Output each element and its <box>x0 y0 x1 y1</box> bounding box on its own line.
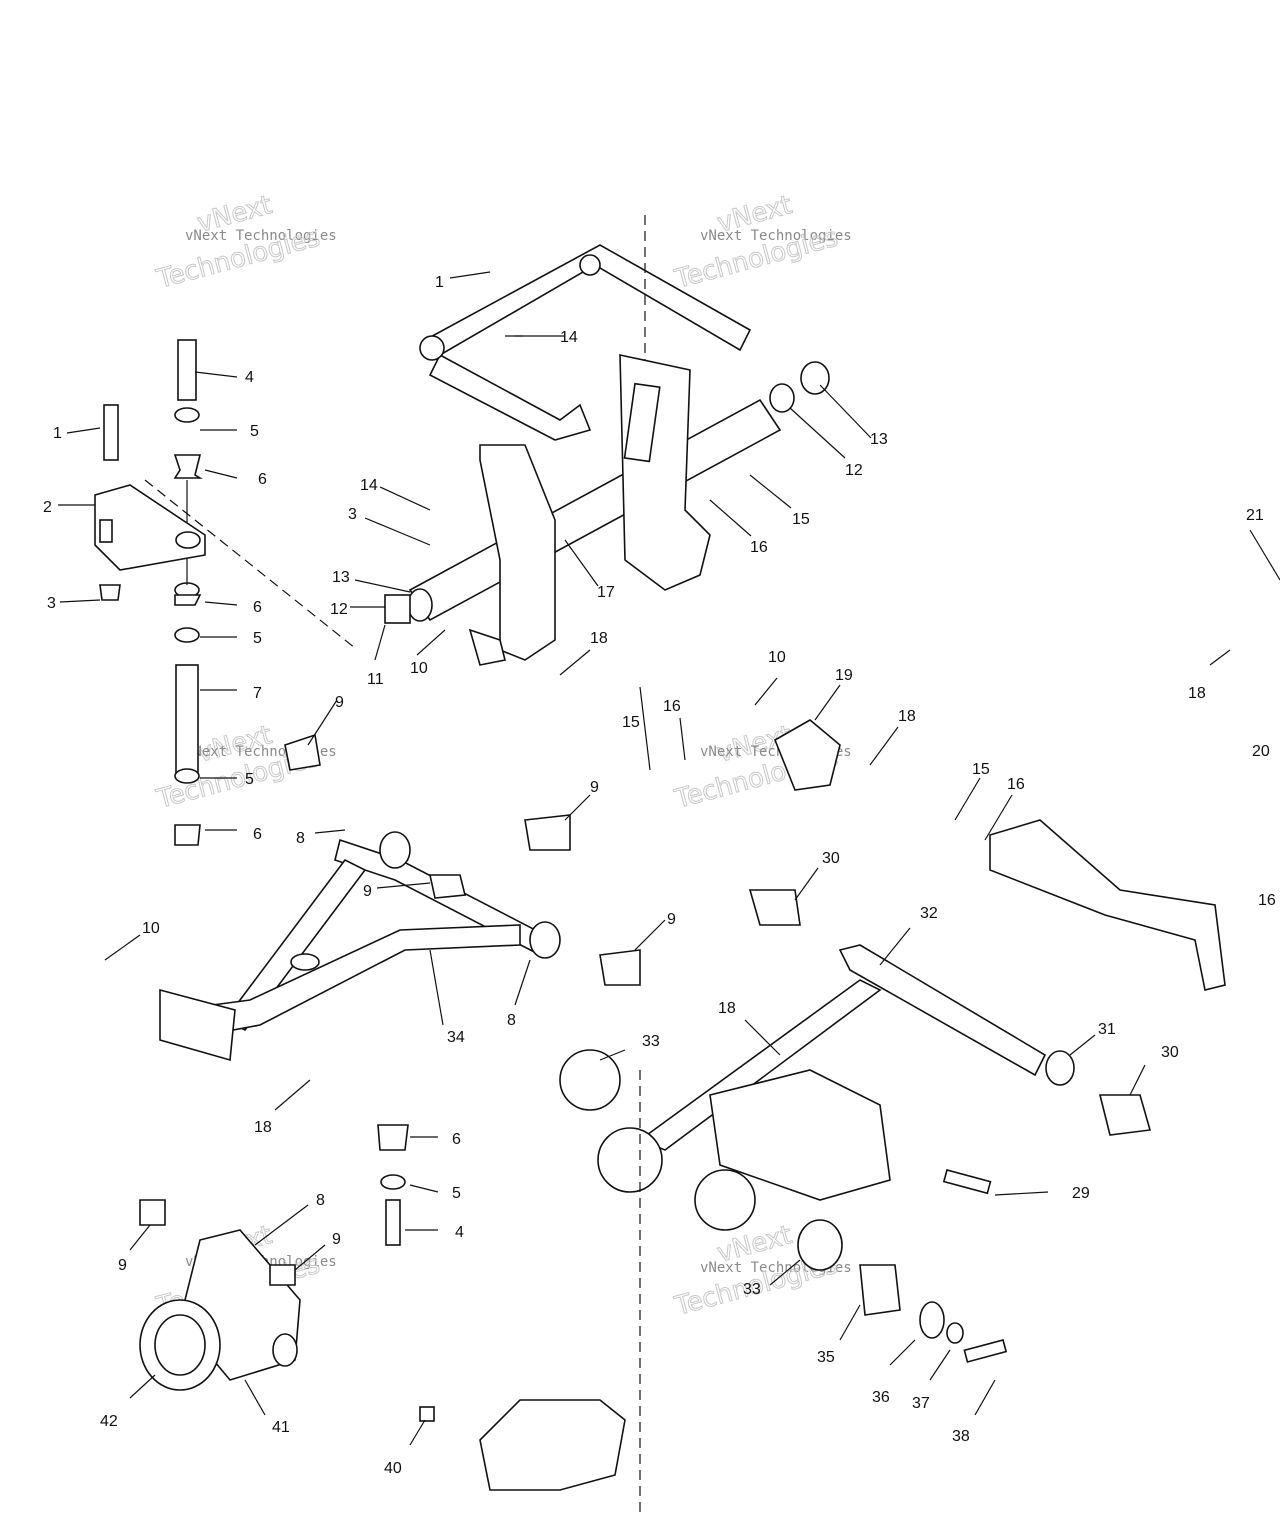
callout-9: 9 <box>332 1231 341 1248</box>
callout-42: 42 <box>100 1413 118 1430</box>
callout-9: 9 <box>363 883 372 900</box>
callout-16: 16 <box>663 698 681 715</box>
callout-15: 15 <box>622 714 640 731</box>
callout-16: 16 <box>1258 892 1276 909</box>
callout-12: 12 <box>330 601 348 618</box>
shock-mount-stack <box>173 339 203 846</box>
callout-14: 14 <box>560 329 578 346</box>
callout-13: 13 <box>870 431 888 448</box>
callout-6: 6 <box>452 1131 461 1148</box>
callout-13: 13 <box>332 569 350 586</box>
trailing-arm <box>559 889 1152 1363</box>
callout-6: 6 <box>258 471 267 488</box>
leader-lines <box>58 271 1280 1515</box>
svg-text:vNext Technologies: vNext Technologies <box>185 228 337 244</box>
callout-20: 20 <box>1252 743 1270 760</box>
spindle <box>139 1199 301 1391</box>
callout-37: 37 <box>912 1395 930 1412</box>
callout-10: 10 <box>768 649 786 666</box>
callout-19: 19 <box>835 667 853 684</box>
callout-32: 32 <box>920 905 938 922</box>
callout-8: 8 <box>507 1012 516 1029</box>
callout-4: 4 <box>455 1224 464 1241</box>
callout-1: 1 <box>53 425 62 442</box>
callout-18: 18 <box>254 1119 272 1136</box>
callout-18: 18 <box>1188 685 1206 702</box>
callout-3: 3 <box>348 506 357 523</box>
callout-15: 15 <box>792 511 810 528</box>
bottom-bracket <box>419 1399 626 1491</box>
mount-bracket <box>94 404 206 601</box>
callout-16: 16 <box>750 539 768 556</box>
callout-labels: 1 1 2 3 3 4 4 5 5 5 5 6 6 6 6 6 7 8 8 8 … <box>43 274 1276 1477</box>
pivot-arm-right <box>619 354 711 591</box>
callout-10: 10 <box>410 660 428 677</box>
callout-29: 29 <box>1072 1185 1090 1202</box>
callout-15: 15 <box>972 761 990 778</box>
frame-cross-tube-assembly <box>419 215 752 560</box>
callout-16: 16 <box>1007 776 1025 793</box>
lower-a-arm <box>159 924 521 1062</box>
callout-33: 33 <box>642 1033 660 1050</box>
callout-6: 6 <box>253 599 262 616</box>
callout-10: 10 <box>142 920 160 937</box>
callout-31: 31 <box>1098 1021 1116 1038</box>
callout-9: 9 <box>667 911 676 928</box>
callout-9: 9 <box>335 694 344 711</box>
watermark-top-center: vNext vNext Technologies Technologies <box>671 190 852 296</box>
callout-18: 18 <box>718 1000 736 1017</box>
svg-text:vNext Technologies: vNext Technologies <box>700 228 852 244</box>
link-clamp <box>773 719 1226 991</box>
callout-36: 36 <box>872 1389 890 1406</box>
callout-11: 11 <box>367 671 384 688</box>
callout-33: 33 <box>743 1281 761 1298</box>
callout-4: 4 <box>245 369 254 386</box>
callout-18: 18 <box>898 708 916 725</box>
callout-1: 1 <box>435 274 444 291</box>
callout-8: 8 <box>316 1192 325 1209</box>
callout-12: 12 <box>845 462 863 479</box>
callout-34: 34 <box>447 1029 465 1046</box>
callout-38: 38 <box>952 1428 970 1445</box>
callout-35: 35 <box>817 1349 835 1366</box>
callout-30: 30 <box>1161 1044 1179 1061</box>
callout-18: 18 <box>590 630 608 647</box>
callout-5: 5 <box>250 423 259 440</box>
pivot-arm-left <box>468 444 556 666</box>
callout-3: 3 <box>47 595 56 612</box>
callout-8: 8 <box>296 830 305 847</box>
callout-5: 5 <box>452 1185 461 1202</box>
callout-9: 9 <box>118 1257 127 1274</box>
callout-2: 2 <box>43 499 52 516</box>
callout-7: 7 <box>253 685 262 702</box>
callout-30: 30 <box>822 850 840 867</box>
callout-14: 14 <box>360 477 378 494</box>
callout-21: 21 <box>1246 507 1264 524</box>
callout-40: 40 <box>384 1460 402 1477</box>
callout-6: 6 <box>253 826 262 843</box>
callout-41: 41 <box>272 1419 290 1436</box>
callout-5: 5 <box>253 630 262 647</box>
callout-17: 17 <box>597 584 615 601</box>
callout-5: 5 <box>245 771 254 788</box>
watermark-top-left: vNext vNext Technologies Technologies <box>153 190 337 296</box>
lower-shock-stack <box>377 1124 409 1246</box>
callout-9: 9 <box>590 779 599 796</box>
